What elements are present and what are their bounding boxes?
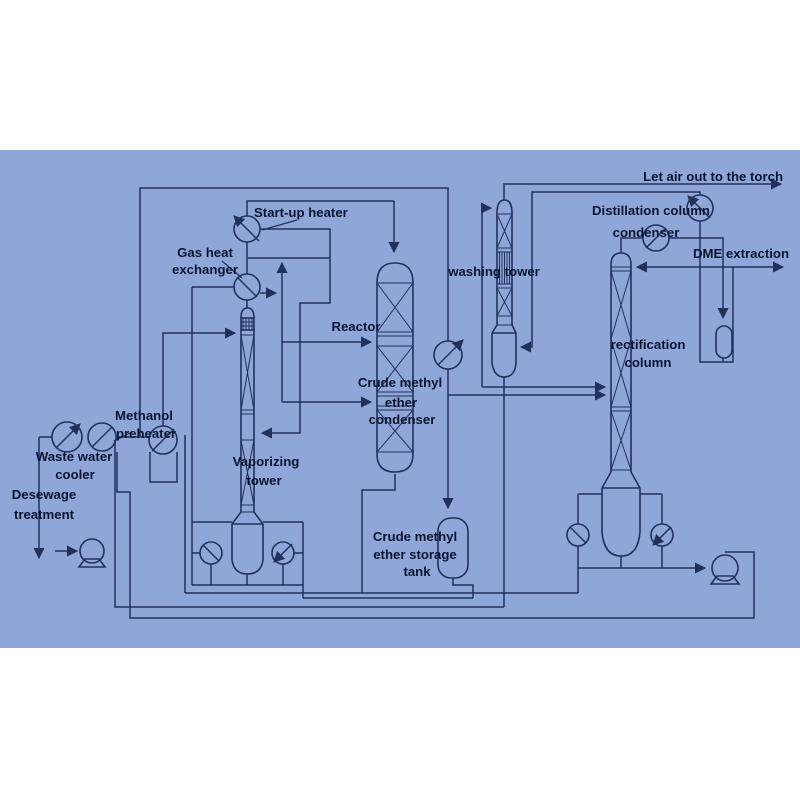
washing-tower-label: washing tower xyxy=(447,264,540,279)
rectification-column-label: column xyxy=(625,355,672,370)
crude-condenser-label: ether xyxy=(385,395,417,410)
distillation-condenser-label: Distillation column xyxy=(592,203,710,218)
vaporizing-tower-label: tower xyxy=(246,473,281,488)
vaporizing-tower-label: Vaporizing xyxy=(233,454,300,469)
dme-product-vessel xyxy=(715,325,733,359)
washing-tower-vessel xyxy=(491,199,517,378)
label-pointer xyxy=(221,260,243,279)
reactor-vessel xyxy=(376,262,414,473)
desewage-treatment-label: Desewage xyxy=(12,487,77,502)
product-pump xyxy=(709,554,741,585)
label-pointer xyxy=(113,431,133,442)
feed-pump xyxy=(77,538,107,568)
piping-lines xyxy=(33,178,785,619)
crude-methyl-ether-storage-tank xyxy=(437,517,469,579)
gas-heat-exchanger xyxy=(221,260,261,301)
heater-flow-arrow xyxy=(233,215,260,242)
storage-tank-label: Crude methyl xyxy=(373,529,457,544)
storage-tank-label: ether storage xyxy=(373,547,457,562)
start-up-heater-label: Start-up heater xyxy=(254,205,348,220)
waste-water-cooler-1 xyxy=(51,421,83,453)
waste-water-cooler-label: cooler xyxy=(55,467,95,482)
methanol-preheater-label: Methanol xyxy=(115,408,173,423)
methanol-preheater-label: preheater xyxy=(116,426,176,441)
waste-water-cooler-label: Waste water xyxy=(36,449,112,464)
label-pointer xyxy=(261,219,298,231)
reboiler-exchanger-left xyxy=(566,523,590,547)
reactor-label: Reactor xyxy=(331,319,380,334)
diagram-background xyxy=(0,150,800,648)
vaporizing-tower-vessel xyxy=(231,307,264,575)
crude-condenser-label: Crude methyl xyxy=(358,375,442,390)
rectification-column-label: rectification xyxy=(611,337,686,352)
let-air-out-label: Let air out to the torch xyxy=(643,169,783,184)
crude-methyl-ether-condenser xyxy=(433,339,464,370)
gas-heat-exchanger-label: exchanger xyxy=(172,262,238,277)
methanol-preheater xyxy=(113,425,178,455)
reboiler-exchanger-right xyxy=(650,523,674,547)
vaporizer-exchanger-left xyxy=(199,541,223,565)
desewage-treatment-label: treatment xyxy=(14,507,75,522)
distillation-condenser-label: condenser xyxy=(613,225,680,240)
crude-condenser-label: condenser xyxy=(369,412,436,427)
dme-extraction-label: DME extraction xyxy=(693,246,789,261)
distillation-column-condenser-1 xyxy=(686,194,714,222)
rectification-column-vessel xyxy=(601,252,641,557)
storage-tank-label: tank xyxy=(403,564,431,579)
gas-heat-exchanger-label: Gas heat xyxy=(177,245,233,260)
diagram-labels: Let air out to the torch Distillation co… xyxy=(12,169,789,579)
start-up-heater xyxy=(233,215,298,243)
waste-water-cooler-2 xyxy=(87,422,117,452)
vaporizer-exchanger-right xyxy=(271,541,295,565)
distillation-column-condenser-2 xyxy=(642,224,670,252)
